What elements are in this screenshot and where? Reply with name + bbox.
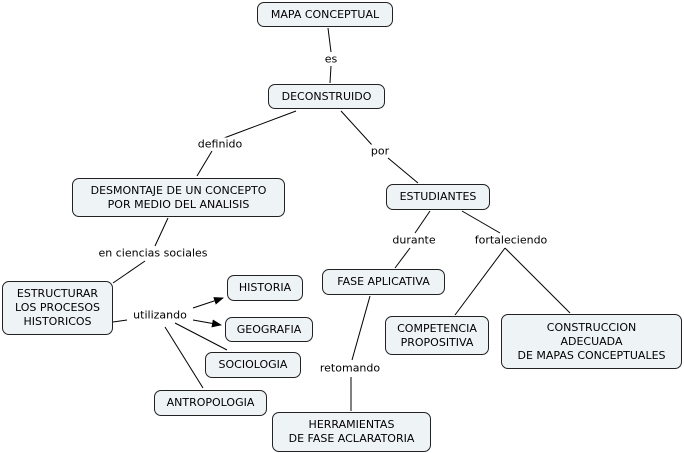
link-label-retomando: retomando	[318, 361, 382, 375]
link-label-fortaleciendo: fortaleciendo	[473, 233, 549, 247]
node-deconstruido[interactable]: DECONSTRUIDO	[268, 84, 385, 109]
node-herramientas[interactable]: HERRAMIENTAS DE FASE ACLARATORIA	[272, 412, 431, 452]
node-historia[interactable]: HISTORIA	[227, 275, 303, 301]
link-label-es: es	[323, 52, 339, 66]
link-label-definido: definido	[196, 137, 244, 151]
node-geografia[interactable]: GEOGRAFIA	[225, 317, 313, 342]
node-competencia[interactable]: COMPETENCIA PROPOSITIVA	[385, 316, 489, 355]
node-fase-aplicativa[interactable]: FASE APLICATIVA	[322, 269, 445, 295]
link-label-por: por	[369, 144, 391, 158]
node-antropologia[interactable]: ANTROPOLOGIA	[154, 390, 267, 416]
node-construccion[interactable]: CONSTRUCCION ADECUADA DE MAPAS CONCEPTUA…	[501, 314, 682, 369]
link-label-utilizando: utilizando	[132, 308, 188, 322]
node-desmontaje[interactable]: DESMONTAJE DE UN CONCEPTO POR MEDIO DEL …	[72, 178, 285, 217]
node-mapa-conceptual[interactable]: MAPA CONCEPTUAL	[257, 2, 393, 27]
node-estructurar[interactable]: ESTRUCTURAR LOS PROCESOS HISTORICOS	[2, 281, 113, 335]
link-label-durante: durante	[391, 233, 437, 247]
link-label-ciencias: en ciencias sociales	[97, 246, 209, 260]
node-estudiantes[interactable]: ESTUDIANTES	[386, 184, 490, 210]
node-sociologia[interactable]: SOCIOLOGIA	[205, 352, 301, 378]
